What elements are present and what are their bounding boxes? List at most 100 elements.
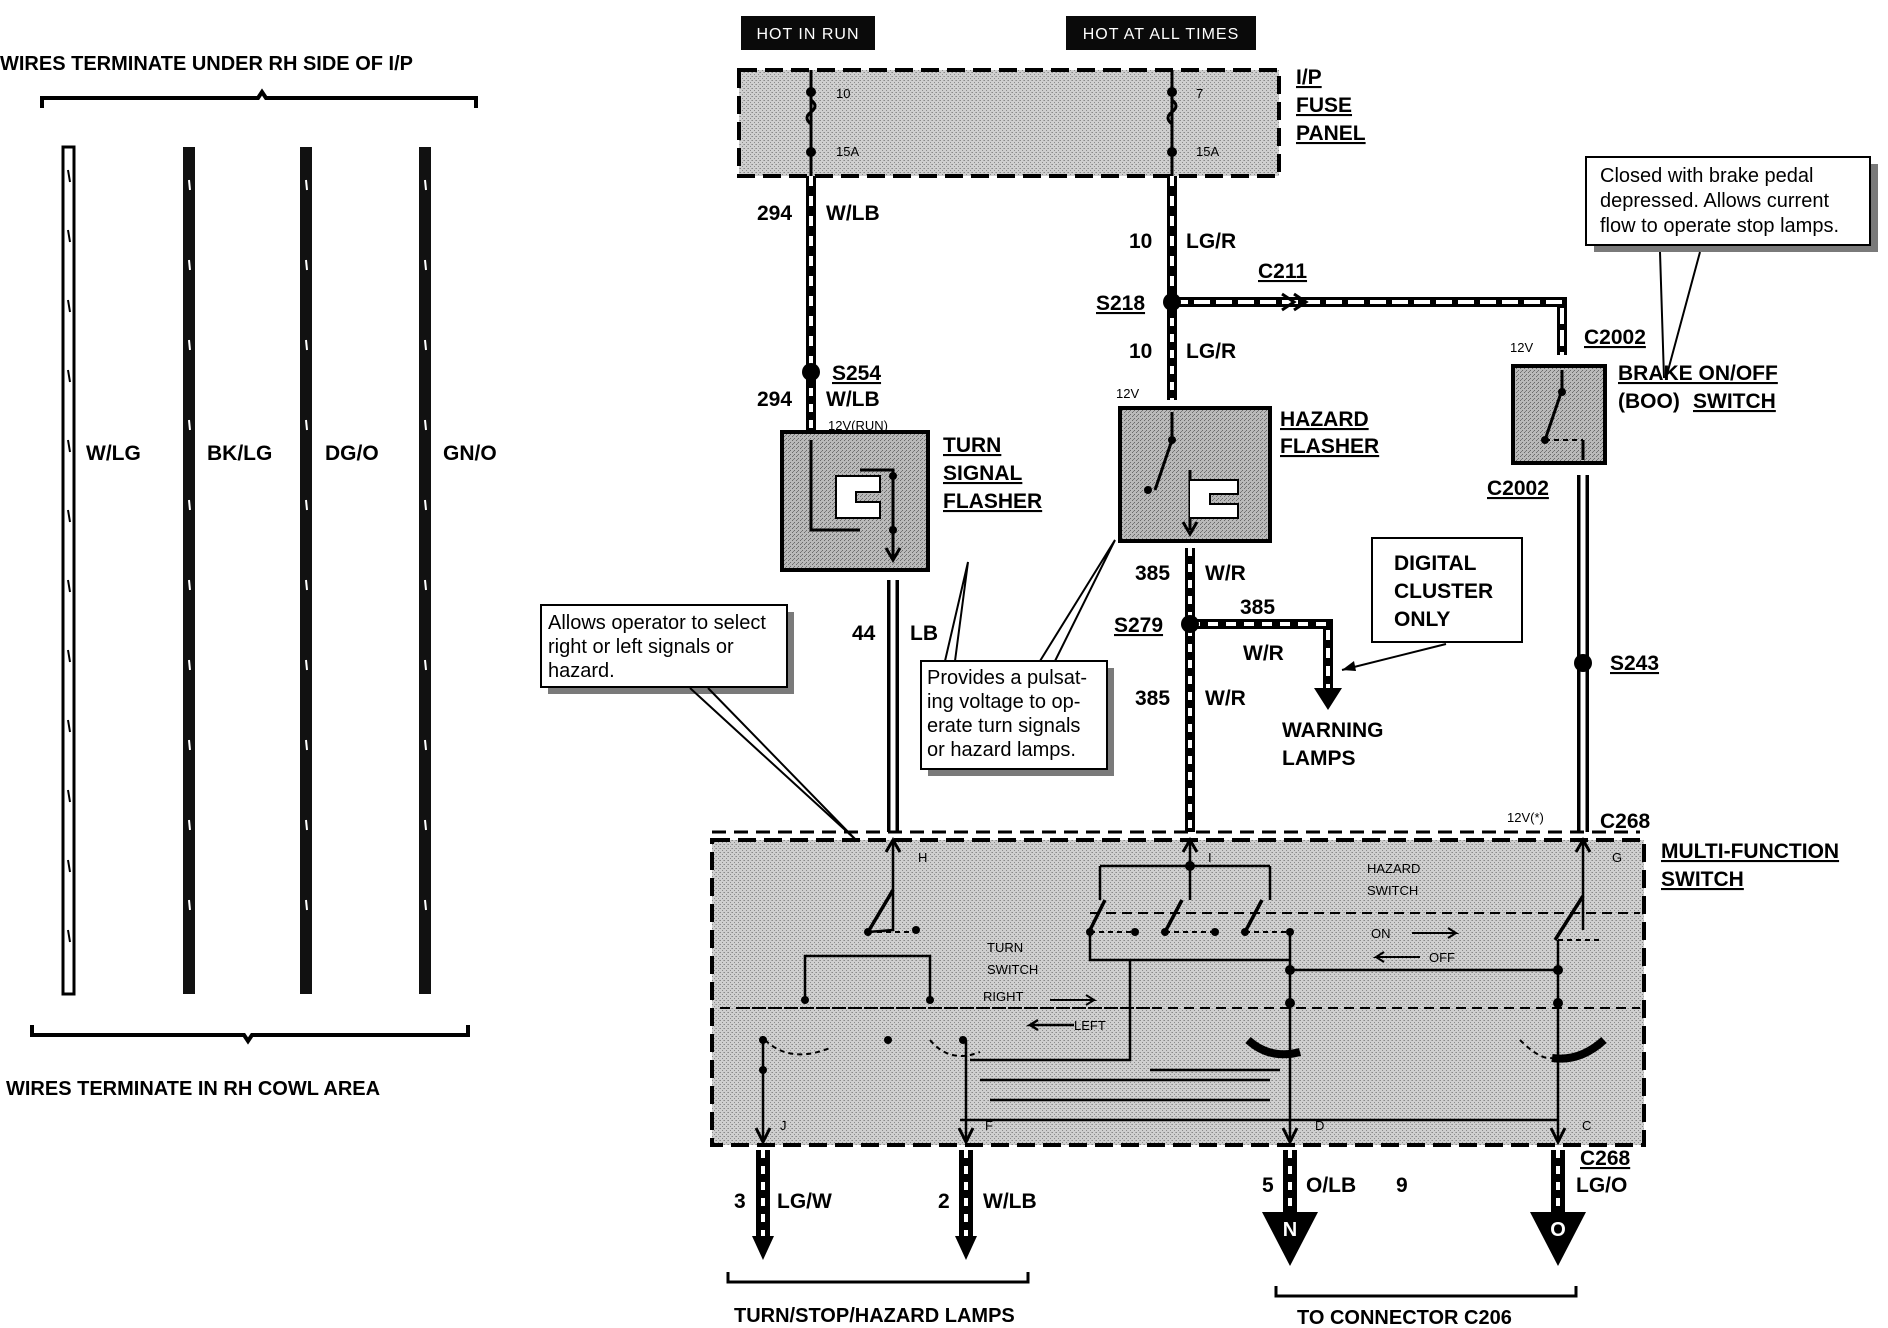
wire-bk-lg	[183, 147, 195, 994]
pin-h: H	[918, 850, 927, 865]
fuse-10-number: 10	[836, 86, 850, 101]
label-c2002-top: C2002	[1584, 326, 1646, 349]
wire-label-2: DG/O	[325, 442, 379, 465]
w294-low-circuit: 294	[757, 388, 792, 411]
output-arrow-3	[752, 1236, 774, 1260]
w2-color: W/LB	[983, 1190, 1037, 1213]
lamps-bracket	[726, 1272, 1030, 1284]
mfs-label-2: SWITCH	[1661, 868, 1744, 891]
w3-circuit: 3	[734, 1190, 746, 1213]
mfs-turn-switch-1: TURN	[987, 940, 1023, 955]
brake-on-off-switch: BRAKE ON/OFF (BOO) SWITCH	[1511, 362, 1778, 465]
pin-i: I	[1208, 850, 1212, 865]
flasher-note-line-2: ing voltage to op-	[927, 691, 1080, 713]
brake-note: Closed with brake pedal depressed. Allow…	[1585, 156, 1878, 379]
w9-color: LG/O	[1576, 1174, 1627, 1197]
fuse-10: 10 15A	[805, 70, 859, 176]
w385-low-color: W/R	[1205, 687, 1246, 710]
fuse-panel-label-1: I/P	[1296, 66, 1322, 89]
pin-g: G	[1612, 850, 1622, 865]
operator-note-line-2: right or left signals or	[548, 636, 734, 658]
w385-low-circuit: 385	[1135, 687, 1170, 710]
pin-c: C	[1582, 1118, 1591, 1133]
hazard-flasher: HAZARD FLASHER	[1118, 406, 1379, 543]
warning-lamps-line-1: WARNING	[1282, 719, 1384, 742]
mfs-turn-switch-2: SWITCH	[987, 962, 1038, 977]
hazard-flasher-label-1: HAZARD	[1280, 408, 1369, 431]
fuse-7-number: 7	[1196, 86, 1203, 101]
turn-stop-hazard-caption: TURN/STOP/HAZARD LAMPS	[734, 1305, 1015, 1327]
label-s243: S243	[1610, 652, 1659, 675]
left-wire-panel: WIRES TERMINATE UNDER RH SIDE OF I/P W/L…	[0, 53, 497, 1100]
w10-mid-circuit: 10	[1129, 340, 1152, 363]
w2-circuit: 2	[938, 1190, 950, 1213]
voltage-12v-hazard: 12V	[1116, 386, 1139, 401]
c211-connector-arrow	[1281, 292, 1309, 312]
terminal-n: N	[1262, 1212, 1318, 1266]
fuse-panel-label-2: FUSE	[1296, 94, 1352, 117]
hot-in-run-header: HOT IN RUN	[756, 26, 859, 43]
splice-s254-dot	[802, 363, 820, 381]
splice-s218-dot	[1163, 293, 1181, 311]
pin-j: J	[780, 1118, 787, 1133]
fuse-7: 7 15A	[1166, 70, 1219, 176]
label-s218: S218	[1096, 292, 1145, 315]
brake-switch-label-1: BRAKE ON/OFF	[1618, 362, 1778, 385]
voltage-12v-brake: 12V	[1510, 340, 1533, 355]
label-s279: S279	[1114, 614, 1163, 637]
mfs-on: ON	[1371, 926, 1391, 941]
power-headers: HOT IN RUN HOT AT ALL TIMES	[741, 16, 1256, 50]
brake-note-line-1: Closed with brake pedal	[1600, 165, 1813, 187]
turn-signal-flasher: TURN SIGNAL FLASHER	[780, 430, 1042, 572]
mfs-off: OFF	[1429, 950, 1455, 965]
bottom-brace	[30, 1025, 470, 1045]
wire-label-0: W/LG	[86, 442, 141, 465]
w44-color: LB	[910, 622, 938, 645]
wire-label-1: BK/LG	[207, 442, 272, 465]
label-c211: C211	[1258, 260, 1307, 283]
operator-note-line-1: Allows operator to select	[548, 612, 766, 634]
w5-circuit: 5	[1262, 1174, 1274, 1197]
output-arrow-2	[955, 1236, 977, 1260]
wire-label-3: GN/O	[443, 442, 497, 465]
hot-at-all-times-header: HOT AT ALL TIMES	[1083, 26, 1240, 43]
wire-gn-o	[419, 147, 431, 994]
brake-switch-label-2a: (BOO)	[1618, 390, 1680, 413]
turn-flasher-label-1: TURN	[943, 434, 1001, 457]
brake-note-line-2: depressed. Allows current	[1600, 190, 1829, 212]
reference-labels: S218 S254 S279 S243 C211 C2002 C2002 C26…	[828, 260, 1659, 1170]
w385-top-color: W/R	[1205, 562, 1246, 585]
flasher-note-line-3: erate turn signals	[927, 715, 1080, 737]
mfs-label-1: MULTI-FUNCTION	[1661, 840, 1839, 863]
w10-mid-color: LG/R	[1186, 340, 1236, 363]
w5-color: O/LB	[1306, 1174, 1356, 1197]
wire-runs	[756, 176, 1589, 1242]
left-top-caption: WIRES TERMINATE UNDER RH SIDE OF I/P	[0, 53, 413, 75]
w294-top-circuit: 294	[757, 202, 792, 225]
operator-note: Allows operator to select right or left …	[540, 604, 857, 841]
turn-flasher-label-3: FLASHER	[943, 490, 1042, 513]
w10-top-circuit: 10	[1129, 230, 1152, 253]
left-bottom-caption: WIRES TERMINATE IN RH COWL AREA	[6, 1078, 380, 1100]
label-c2002-bot: C2002	[1487, 477, 1549, 500]
w294-low-color: W/LB	[826, 388, 880, 411]
wire-w-lg	[61, 145, 76, 996]
wire-dg-o	[300, 147, 312, 994]
top-brace	[40, 88, 478, 108]
turn-flasher-label-2: SIGNAL	[943, 462, 1023, 485]
w9-circuit: 9	[1396, 1174, 1408, 1197]
warning-lamps: WARNING LAMPS	[1282, 719, 1384, 770]
splice-s243-dot	[1574, 654, 1592, 672]
wire-labels: 294 W/LB 10 LG/R 10 LG/R 294 W/LB 44 LB …	[734, 202, 1627, 1213]
digital-cluster-line-1: DIGITAL	[1394, 552, 1477, 575]
flasher-note-line-1: Provides a pulsat-	[927, 667, 1087, 689]
pin-d: D	[1315, 1118, 1324, 1133]
w10-top-color: LG/R	[1186, 230, 1236, 253]
flasher-note-line-4: or hazard lamps.	[927, 739, 1076, 761]
splice-s279-dot	[1181, 615, 1199, 633]
brake-note-line-3: flow to operate stop lamps.	[1600, 215, 1839, 237]
mfs-right: RIGHT	[983, 989, 1024, 1004]
fuse-panel: 10 15A 7 15A I/P FUSE PANEL	[737, 66, 1366, 178]
w385-top-circuit: 385	[1135, 562, 1170, 585]
